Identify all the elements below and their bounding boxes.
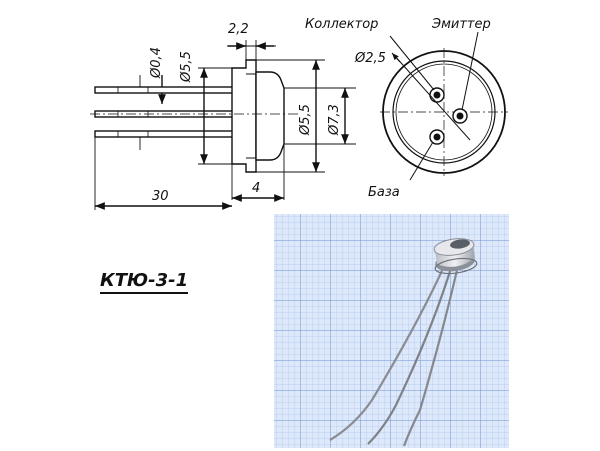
dim-hole-diameter: Ø2,5	[354, 51, 386, 66]
dim-lead-length: 30	[152, 189, 169, 204]
end-view	[380, 31, 508, 181]
dim-lead-diameter: Ø0,4	[149, 47, 164, 79]
dim-body-diameter: Ø5,5	[298, 104, 313, 136]
label-emitter: Эмиттер	[431, 17, 491, 32]
dim-flange-thickness: 2,2	[228, 22, 249, 37]
transistor-photo	[274, 214, 509, 448]
leads	[94, 86, 244, 138]
side-view	[90, 40, 356, 210]
dim-body-length: 4	[252, 181, 260, 196]
label-collector: Коллектор	[305, 17, 378, 32]
pin-collector	[429, 87, 445, 103]
dim-flange-diameter: Ø7,3	[327, 104, 342, 136]
package-name: КТЮ-3-1	[100, 270, 189, 294]
label-base: База	[368, 185, 400, 200]
flange	[231, 59, 257, 173]
pin-emitter	[452, 108, 468, 124]
pin-base	[429, 129, 445, 145]
body	[255, 71, 285, 161]
dim-pin-circle: Ø5,5	[179, 51, 194, 83]
